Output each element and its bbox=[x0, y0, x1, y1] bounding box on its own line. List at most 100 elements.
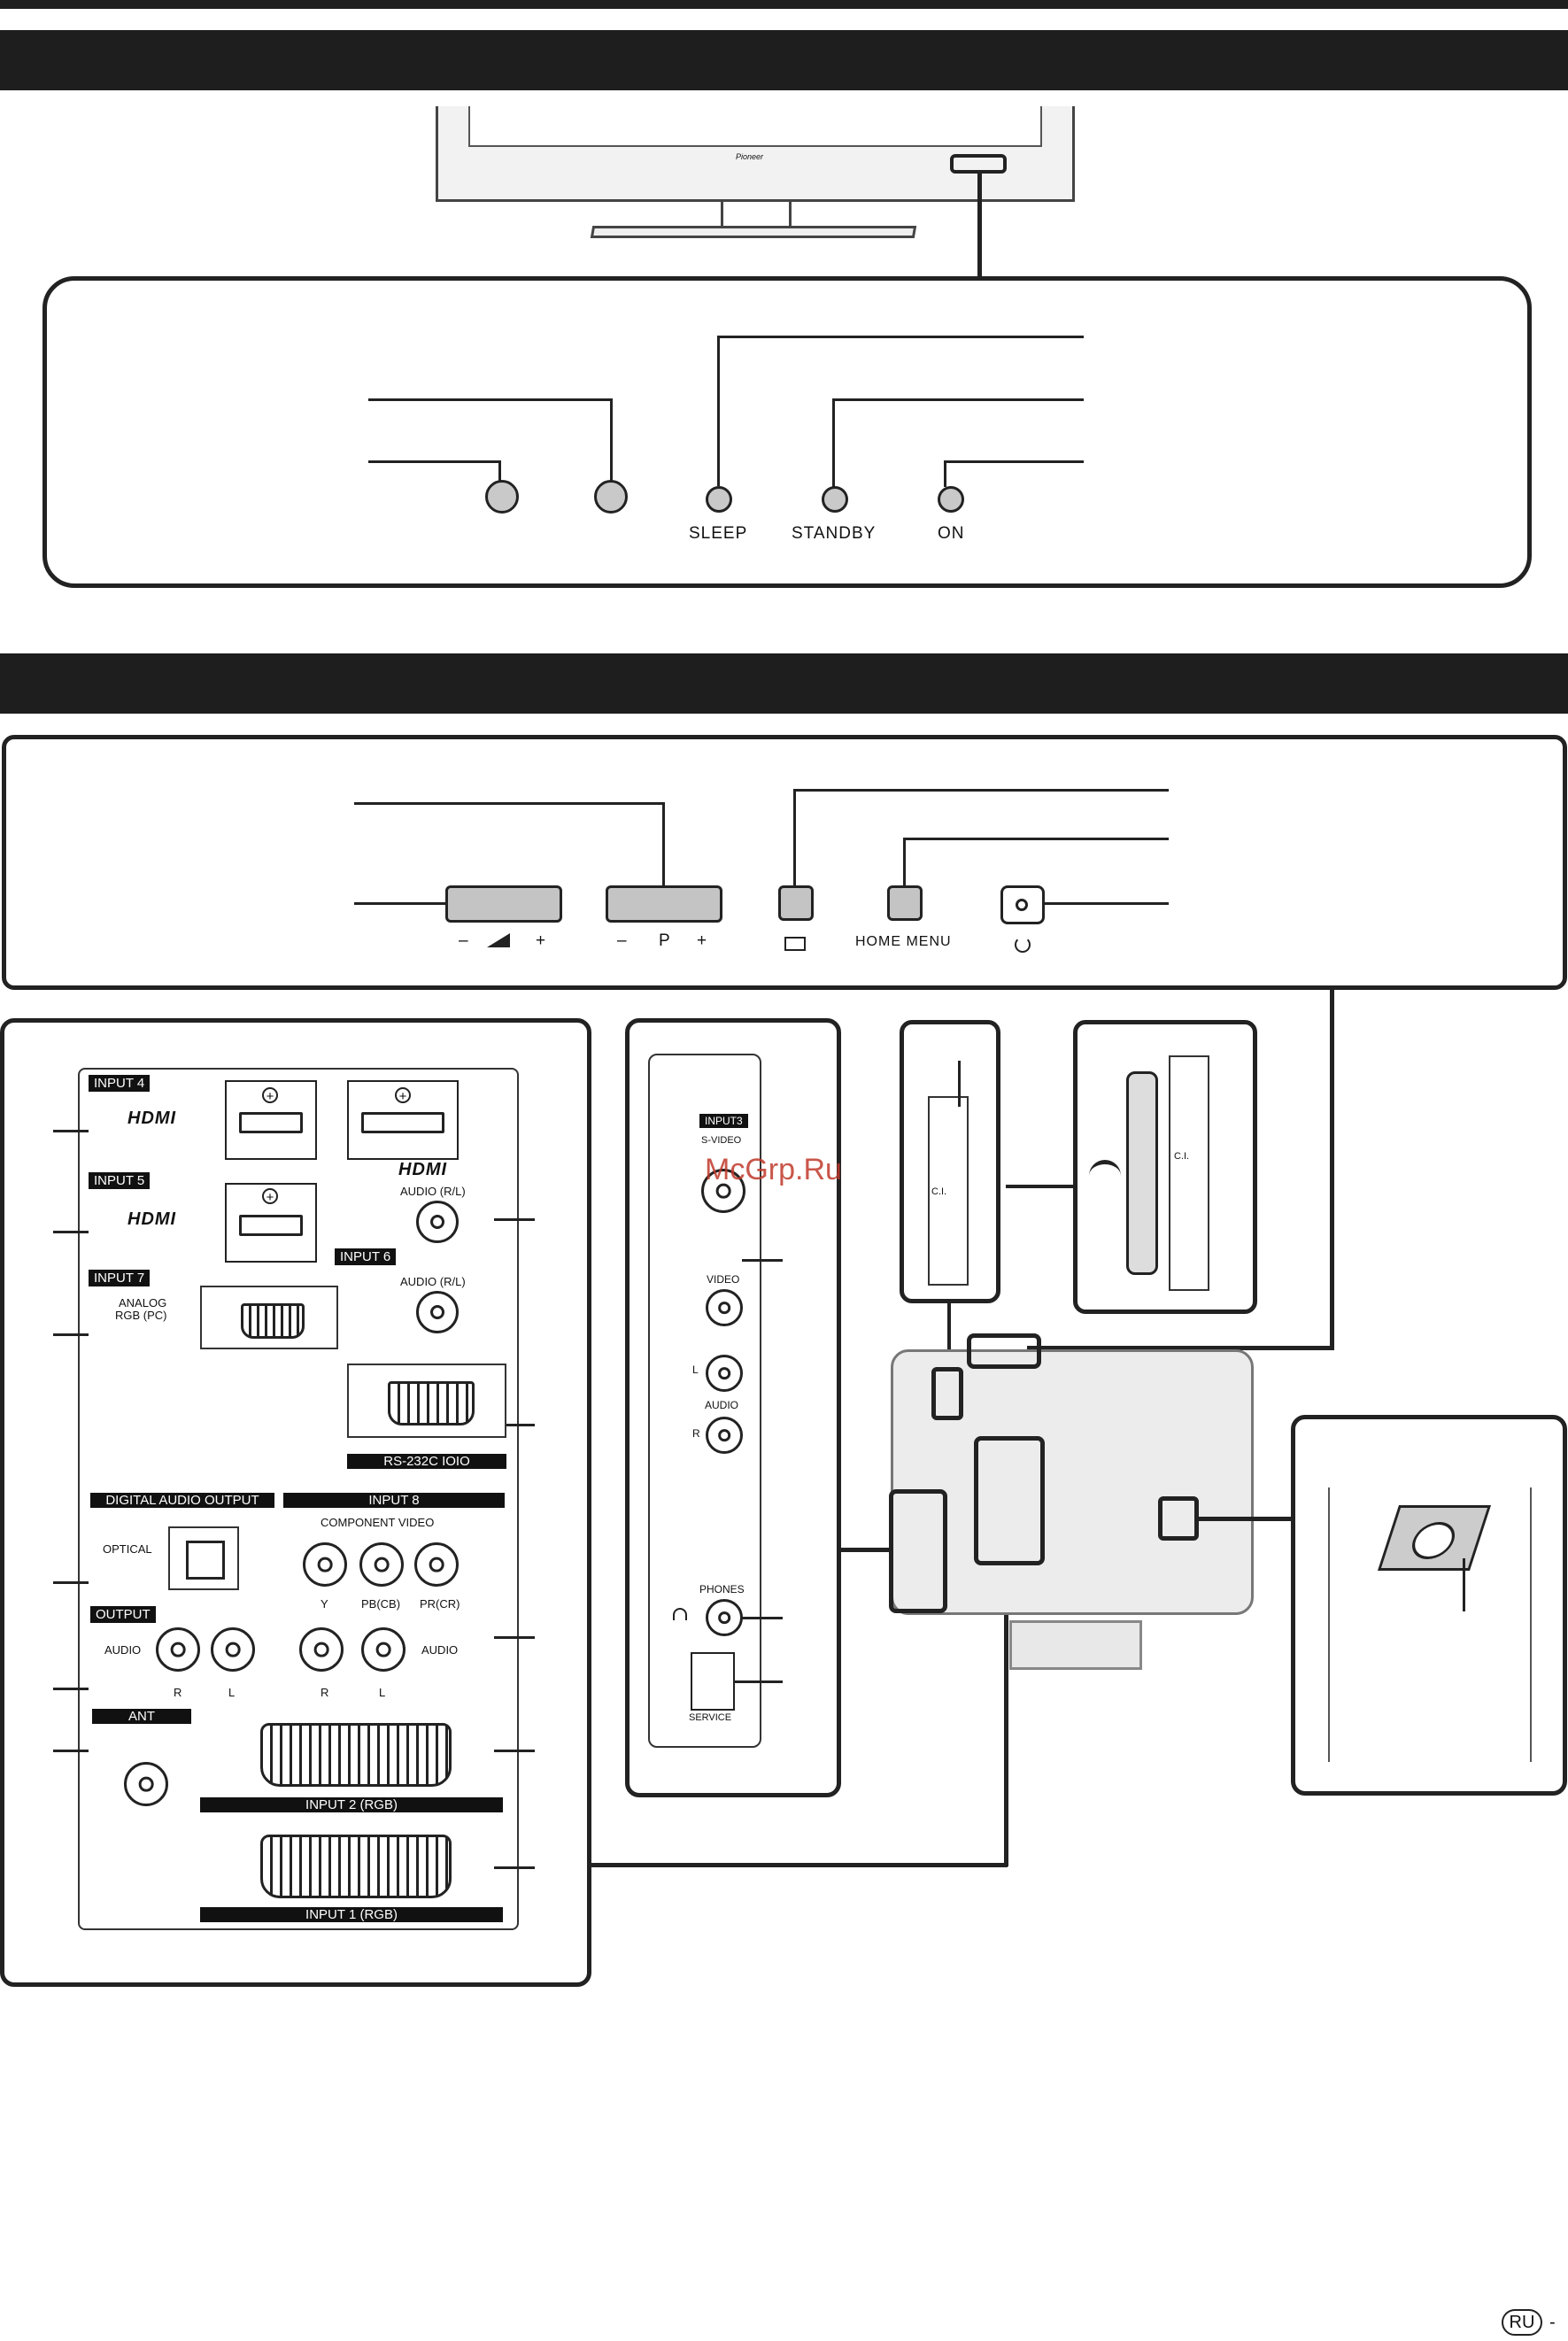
rear-highlight-ci bbox=[931, 1367, 963, 1420]
input8-l-label: L bbox=[379, 1686, 386, 1699]
rs232c-tag: RS-232C IOIO bbox=[347, 1454, 506, 1469]
audio-input6-jack[interactable] bbox=[416, 1201, 459, 1243]
side-audio-label: AUDIO bbox=[705, 1399, 739, 1411]
audio-input7-jack[interactable] bbox=[416, 1291, 459, 1333]
channel-plus-label: + bbox=[697, 931, 708, 950]
input2-tag: INPUT 2 (RGB) bbox=[200, 1797, 503, 1812]
service-label: SERVICE bbox=[689, 1712, 732, 1723]
power-button[interactable] bbox=[1000, 885, 1045, 924]
brand-logo: Pioneer bbox=[736, 152, 764, 161]
scart-input2-port[interactable] bbox=[260, 1723, 452, 1787]
output-tag: OUTPUT bbox=[90, 1606, 156, 1623]
digital-audio-output-tag: DIGITAL AUDIO OUTPUT bbox=[90, 1493, 274, 1508]
language-badge: RU bbox=[1502, 2309, 1542, 2336]
input8-audio-label: AUDIO bbox=[421, 1643, 459, 1657]
sleep-label: SLEEP bbox=[689, 524, 748, 543]
top-rule bbox=[0, 0, 1568, 9]
ci-slot-frame bbox=[1169, 1055, 1209, 1291]
input7-tag: INPUT 7 bbox=[89, 1270, 151, 1286]
language-badge-text: RU bbox=[1509, 2313, 1535, 2332]
audio-rl-label-7: AUDIO (R/L) bbox=[400, 1275, 466, 1288]
tv-front-illustration: Pioneer bbox=[436, 106, 1075, 202]
s-video-label: S-VIDEO bbox=[701, 1135, 742, 1146]
volume-button[interactable] bbox=[445, 885, 562, 923]
insert-arrow-icon bbox=[1089, 1160, 1121, 1186]
channel-button[interactable] bbox=[606, 885, 722, 923]
on-indicator bbox=[938, 486, 964, 513]
round-button-left[interactable] bbox=[485, 480, 519, 514]
home-menu-label: HOME MENU bbox=[855, 934, 952, 949]
tv-stand-base bbox=[590, 226, 917, 238]
rear-highlight-top bbox=[967, 1333, 1041, 1369]
volume-plus-label: + bbox=[536, 931, 547, 950]
pr-label: PR(CR) bbox=[420, 1597, 460, 1611]
hdmi-logo-4: HDMI bbox=[127, 1109, 177, 1128]
home-menu-button[interactable] bbox=[887, 885, 923, 921]
component-y-jack[interactable] bbox=[303, 1542, 347, 1587]
input5-tag: INPUT 5 bbox=[89, 1172, 151, 1189]
side-l-label: L bbox=[692, 1364, 699, 1376]
rs232c-port[interactable] bbox=[347, 1364, 506, 1438]
watermark: McGrp.Ru bbox=[705, 1153, 842, 1186]
sleep-indicator bbox=[706, 486, 732, 513]
rgb-pc-port[interactable] bbox=[200, 1286, 338, 1349]
y-label: Y bbox=[321, 1597, 328, 1611]
side-terminal-plate bbox=[648, 1054, 761, 1748]
s-video-jack[interactable] bbox=[701, 1169, 745, 1213]
output-audio-l-jack[interactable] bbox=[211, 1627, 255, 1672]
tv-stand-neck bbox=[721, 200, 792, 228]
ci-slot-panel bbox=[900, 1020, 1000, 1303]
output-audio-r-jack[interactable] bbox=[156, 1627, 200, 1672]
ci-label-2: C.I. bbox=[1174, 1151, 1190, 1162]
channel-minus-label: – bbox=[617, 931, 628, 950]
input8-r-label: R bbox=[321, 1686, 329, 1699]
on-label: ON bbox=[938, 524, 965, 543]
headphones-icon bbox=[673, 1608, 687, 1620]
input6-tag: INPUT 6 bbox=[335, 1248, 397, 1265]
phones-label: PHONES bbox=[699, 1583, 745, 1595]
input-button[interactable] bbox=[778, 885, 814, 921]
hdmi-input5-port[interactable] bbox=[225, 1183, 317, 1263]
rear-highlight-terminals bbox=[974, 1436, 1045, 1565]
round-button-right[interactable] bbox=[594, 480, 628, 514]
rear-terminal-plate bbox=[78, 1068, 519, 1930]
input-icon bbox=[784, 937, 806, 951]
volume-minus-label: – bbox=[459, 931, 469, 950]
phones-jack[interactable] bbox=[706, 1599, 743, 1636]
ant-tag: ANT bbox=[92, 1709, 191, 1724]
input8-audio-l-jack[interactable] bbox=[361, 1627, 406, 1672]
side-r-label: R bbox=[692, 1427, 700, 1440]
output-r-label: R bbox=[174, 1686, 182, 1699]
optical-label: OPTICAL bbox=[103, 1542, 152, 1556]
hdmi-input6-port[interactable] bbox=[347, 1080, 459, 1160]
component-video-label: COMPONENT VIDEO bbox=[321, 1516, 435, 1529]
section-header-2 bbox=[0, 653, 1568, 714]
component-pb-jack[interactable] bbox=[359, 1542, 404, 1587]
standby-label: STANDBY bbox=[792, 524, 877, 543]
output-l-label: L bbox=[228, 1686, 236, 1699]
input8-audio-r-jack[interactable] bbox=[299, 1627, 344, 1672]
power-icon bbox=[1015, 937, 1031, 953]
side-audio-l-jack[interactable] bbox=[706, 1355, 743, 1392]
rgb-pc-label: RGB (PC) bbox=[115, 1309, 167, 1322]
analog-label: ANALOG bbox=[119, 1296, 167, 1310]
tv-rear-illustration bbox=[891, 1349, 1254, 1615]
ci-slot-card bbox=[928, 1096, 969, 1286]
output-audio-label: AUDIO bbox=[104, 1643, 142, 1657]
optical-output-port[interactable] bbox=[168, 1526, 239, 1590]
rear-highlight-side bbox=[889, 1489, 947, 1613]
antenna-port[interactable] bbox=[124, 1762, 168, 1806]
component-pr-jack[interactable] bbox=[414, 1542, 459, 1587]
video-label: VIDEO bbox=[707, 1273, 740, 1286]
ci-card bbox=[1126, 1071, 1158, 1275]
video-jack[interactable] bbox=[706, 1289, 743, 1326]
ci-label-1: C.I. bbox=[931, 1186, 947, 1197]
input1-tag: INPUT 1 (RGB) bbox=[200, 1907, 503, 1922]
standby-indicator bbox=[822, 486, 848, 513]
audio-rl-label-6: AUDIO (R/L) bbox=[400, 1185, 466, 1198]
service-port bbox=[691, 1652, 735, 1711]
pb-label: PB(CB) bbox=[361, 1597, 401, 1611]
control-button-panel bbox=[2, 735, 1567, 990]
side-audio-r-jack[interactable] bbox=[706, 1417, 743, 1454]
scart-input1-port[interactable] bbox=[260, 1835, 452, 1898]
